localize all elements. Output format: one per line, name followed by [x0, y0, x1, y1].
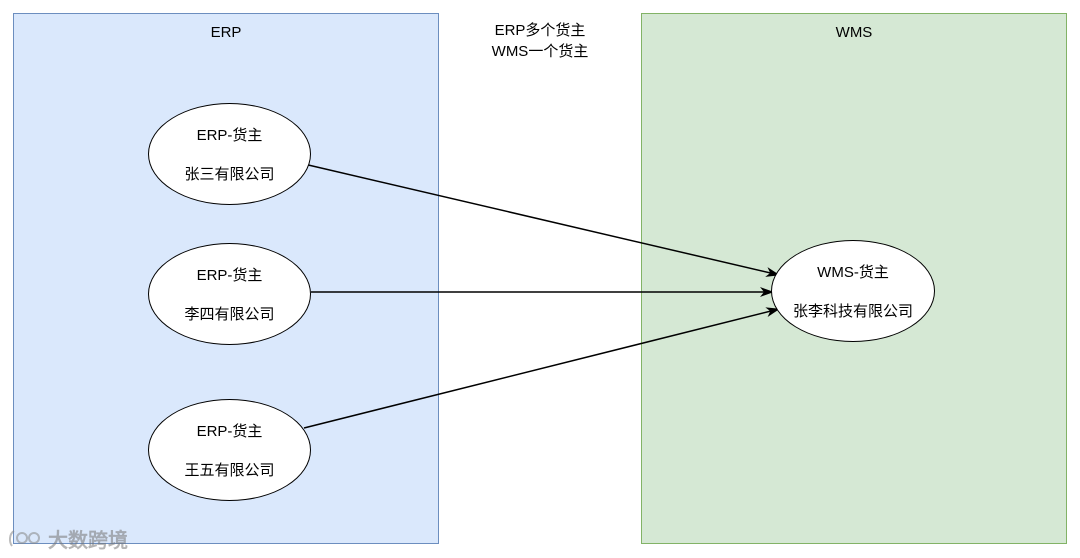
watermark-logo-icon [8, 529, 40, 547]
erp-owner-node-2[interactable]: ERP-货主 李四有限公司 [148, 243, 311, 345]
relationship-note: ERP多个货主 WMS一个货主 [440, 20, 640, 62]
erp-container-title: ERP [210, 24, 242, 41]
wms-container-title: WMS [835, 24, 873, 41]
erp-owner-node-3[interactable]: ERP-货主 王五有限公司 [148, 399, 311, 501]
erp-owner-node-2-company: 李四有限公司 [184, 306, 275, 323]
relationship-note-line-2: WMS一个货主 [491, 43, 589, 60]
erp-owner-node-2-role: ERP-货主 [196, 267, 263, 284]
relationship-note-line-1: ERP多个货主 [494, 22, 586, 39]
watermark-text: 大数跨境 [48, 530, 128, 552]
wms-owner-node-company: 张李科技有限公司 [792, 303, 913, 320]
erp-owner-node-1-company: 张三有限公司 [184, 166, 275, 183]
erp-owner-node-3-company: 王五有限公司 [184, 462, 275, 479]
erp-owner-node-1[interactable]: ERP-货主 张三有限公司 [148, 103, 311, 205]
erp-owner-node-3-role: ERP-货主 [196, 423, 263, 440]
erp-owner-node-1-role: ERP-货主 [196, 127, 263, 144]
wms-owner-node-role: WMS-货主 [817, 264, 889, 281]
wms-owner-node[interactable]: WMS-货主 张李科技有限公司 [771, 240, 935, 342]
watermark: 大数跨境 [8, 524, 128, 553]
